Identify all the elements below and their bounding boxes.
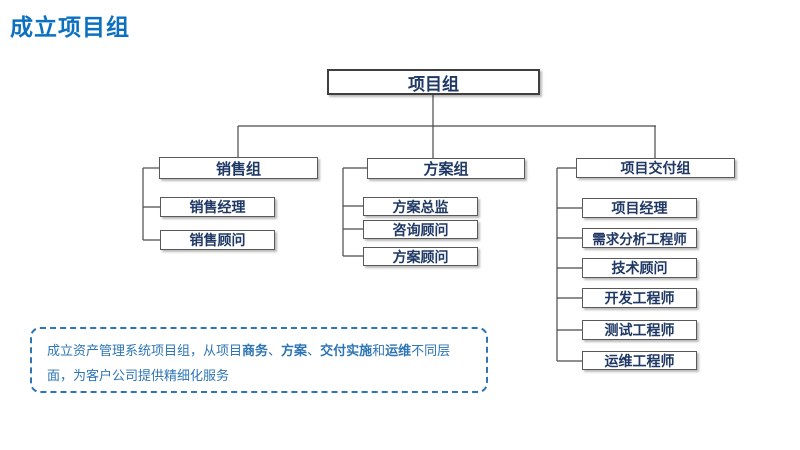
note-text-segment: 成立资产管理系统项目组，从项目: [47, 343, 243, 358]
org-node-technical-advisor: 技术顾问: [582, 258, 697, 278]
org-node-root: 项目组: [327, 69, 540, 95]
note-text-segment: 和: [372, 343, 386, 358]
slide-title: 成立项目组: [10, 14, 130, 40]
org-node-sales-consultant: 销售顾问: [160, 230, 275, 250]
org-node-sales-manager: 销售经理: [160, 197, 275, 217]
note-text-segment: 、: [307, 343, 321, 358]
org-node-consulting-advisor: 咨询顾问: [363, 220, 478, 239]
summary-note-box: 成立资产管理系统项目组，从项目商务、方案、交付实施和运维不同层面，为客户公司提供…: [30, 327, 488, 393]
note-text-segment-bold: 交付实施: [320, 343, 373, 358]
note-text-segment: 不同层面，为客户公司提供精细化服务: [47, 343, 451, 383]
org-node-solution-advisor: 方案顾问: [363, 247, 478, 266]
note-text-segment-bold: 商务: [242, 343, 269, 358]
org-node-solution-director: 方案总监: [363, 197, 478, 216]
org-node-group-delivery: 项目交付组: [576, 158, 735, 178]
org-node-project-manager: 项目经理: [582, 198, 697, 218]
org-node-group-solution: 方案组: [367, 158, 525, 179]
org-node-group-sales: 销售组: [159, 157, 318, 179]
note-text-segment-bold: 运维: [385, 343, 412, 358]
note-text-segment: 、: [268, 343, 282, 358]
org-node-ops-engineer: 运维工程师: [582, 351, 697, 370]
org-node-requirements-engineer: 需求分析工程师: [582, 228, 697, 248]
note-text-segment-bold: 方案: [281, 343, 308, 358]
org-node-dev-engineer: 开发工程师: [582, 288, 697, 308]
org-node-test-engineer: 测试工程师: [582, 320, 697, 340]
